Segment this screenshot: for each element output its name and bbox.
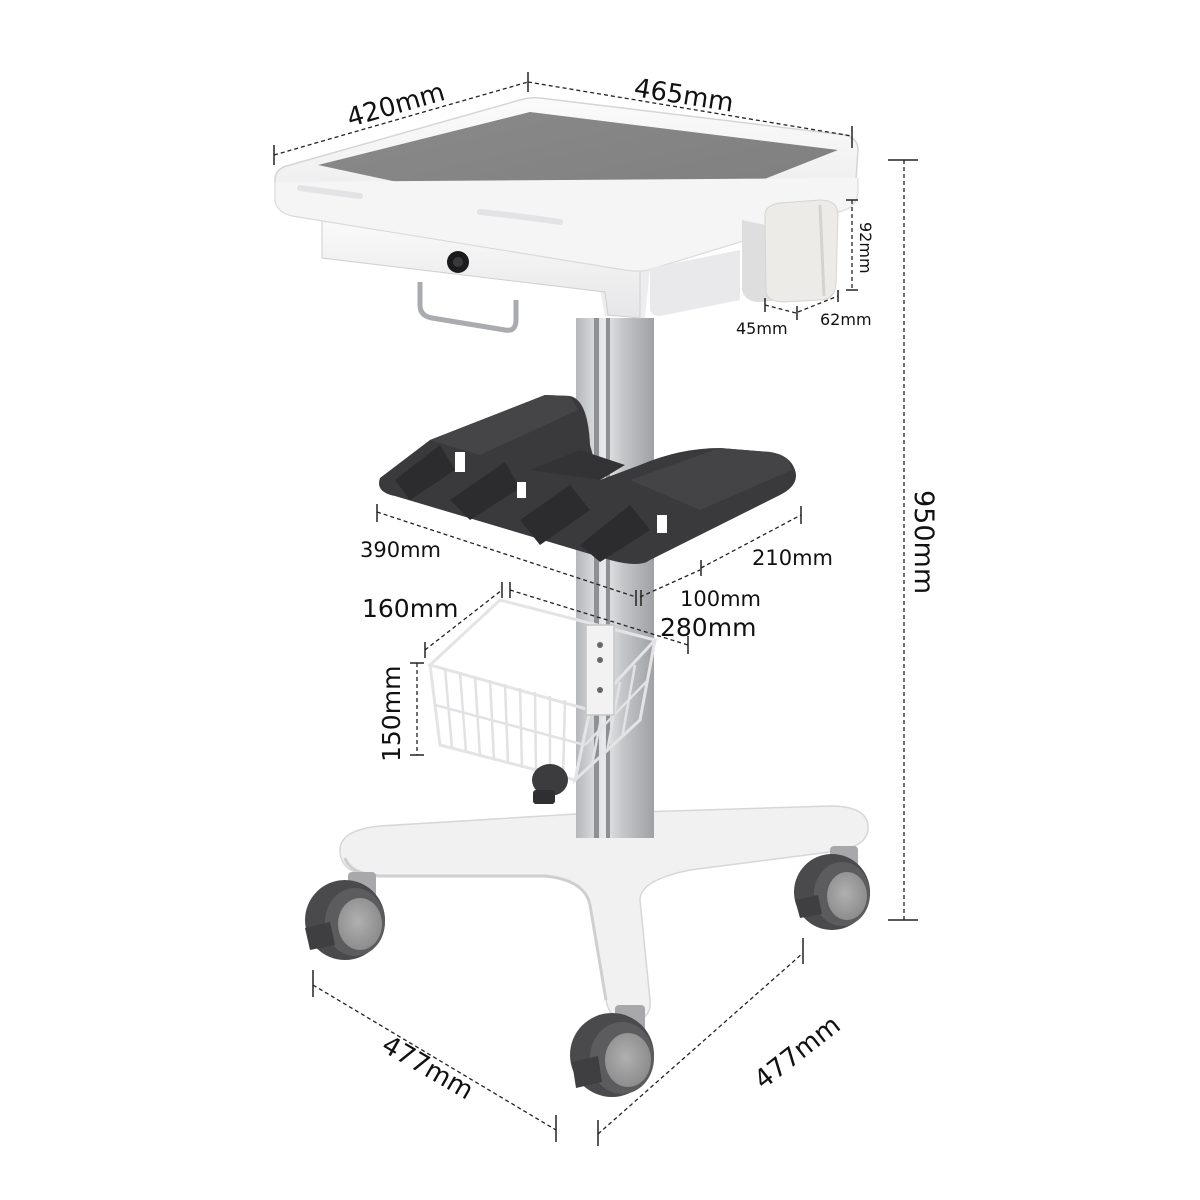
caster-right	[794, 846, 870, 930]
drawer-lock	[447, 251, 469, 273]
label-tray-offset: 100mm	[680, 587, 761, 611]
label-basket-width: 280mm	[660, 613, 756, 642]
label-basket-depth: 160mm	[362, 594, 458, 623]
label-cup-width: 62mm	[820, 310, 872, 329]
dim-line-base-left	[312, 984, 557, 1131]
label-cup-height: 92mm	[856, 222, 875, 274]
basket	[427, 598, 658, 785]
dim-line-basket-width	[509, 589, 689, 646]
worktop	[274, 97, 859, 316]
cup-holder	[742, 199, 839, 303]
tray	[379, 395, 796, 564]
column	[576, 318, 654, 838]
label-base-left: 477mm	[377, 1030, 479, 1106]
dim-line-top-depth	[273, 81, 529, 156]
label-basket-height: 150mm	[377, 666, 406, 762]
dim-line-basket-depth	[424, 589, 503, 651]
label-tray-width: 390mm	[360, 538, 441, 562]
dim-line-tray-depth	[700, 514, 802, 569]
label-cup-depth: 45mm	[736, 319, 788, 338]
drawer-handle	[417, 282, 519, 333]
caster-left	[305, 872, 385, 960]
base	[339, 805, 869, 1023]
dim-line-tray-width	[376, 511, 637, 598]
dim-line-base-right	[597, 952, 804, 1135]
basket-mount-knob	[532, 764, 568, 804]
label-base-right: 477mm	[749, 1010, 846, 1095]
dim-line-top-width	[527, 81, 853, 137]
caster-front	[570, 1005, 654, 1097]
label-tray-depth: 210mm	[752, 546, 833, 570]
label-overall-height: 950mm	[908, 490, 939, 594]
